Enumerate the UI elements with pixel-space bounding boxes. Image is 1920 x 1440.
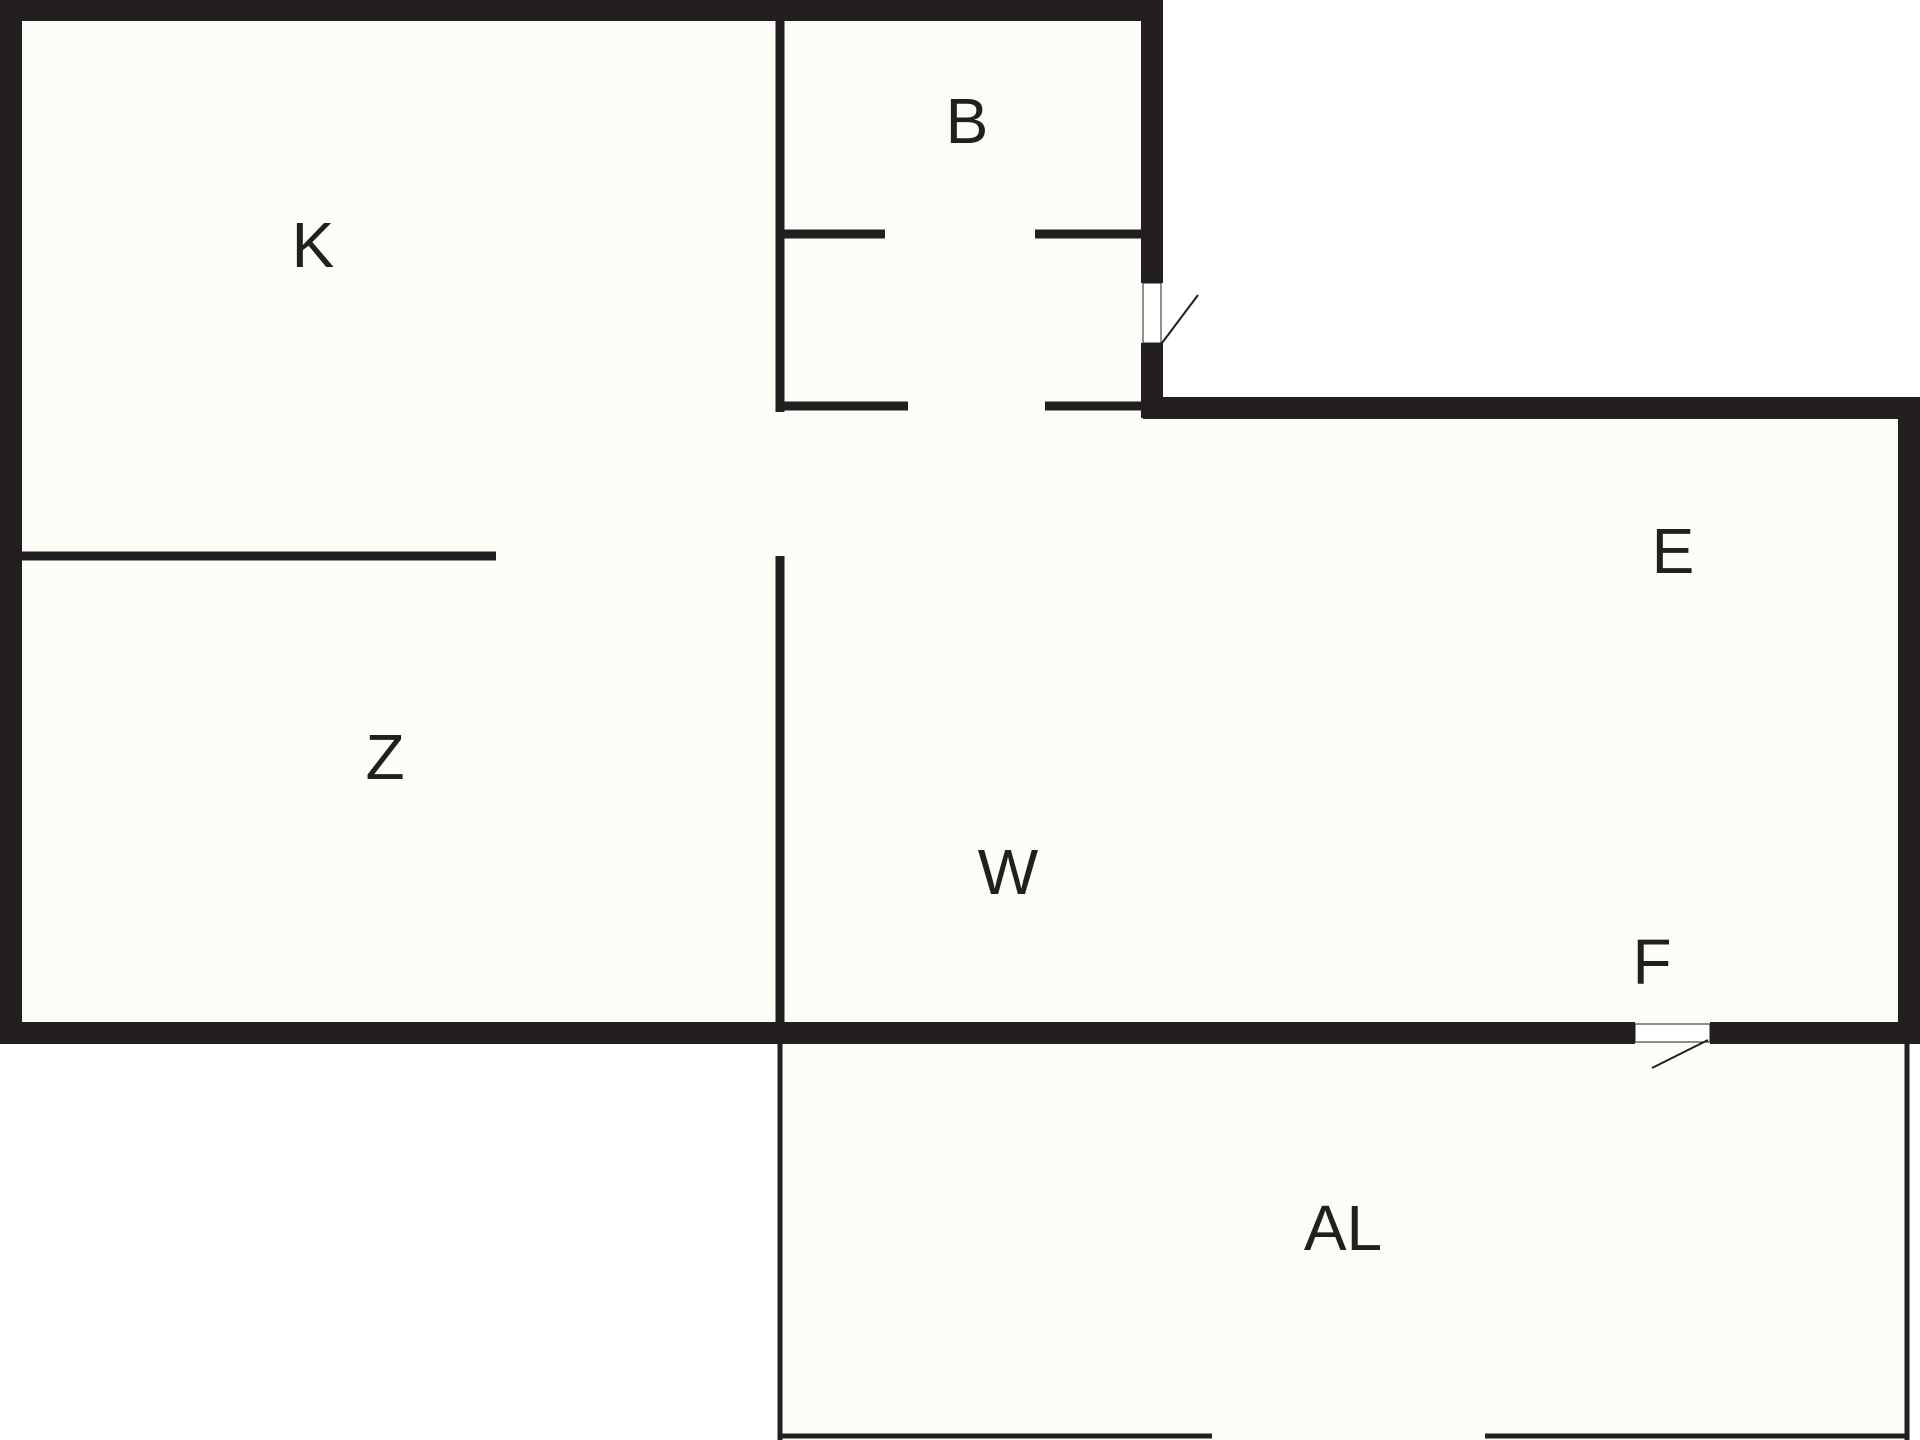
door-leaf <box>1161 294 1199 344</box>
floor-areas <box>12 12 1908 1440</box>
room-label-k: K <box>292 209 335 281</box>
balcony-door <box>1634 1023 1711 1069</box>
balcony-walls <box>777 1036 1910 1440</box>
room-label-e: E <box>1652 515 1695 587</box>
room-label-w: W <box>978 836 1039 908</box>
balcony-door-opening <box>1634 1023 1711 1043</box>
entrance-door <box>1142 282 1199 344</box>
balcony-door-leaf <box>1651 1039 1709 1069</box>
door-opening <box>1142 282 1162 344</box>
room-label-z: Z <box>365 721 404 793</box>
balcony-floor <box>780 1032 1908 1440</box>
interior-walls <box>12 8 1148 1036</box>
room-label-al: AL <box>1304 1192 1382 1264</box>
room-label-f: F <box>1632 926 1671 998</box>
room-label-b: B <box>946 85 989 157</box>
room-labels: K B E Z W F AL <box>292 85 1695 1264</box>
main-floor <box>12 12 1905 1032</box>
exterior-walls <box>0 0 1920 1044</box>
